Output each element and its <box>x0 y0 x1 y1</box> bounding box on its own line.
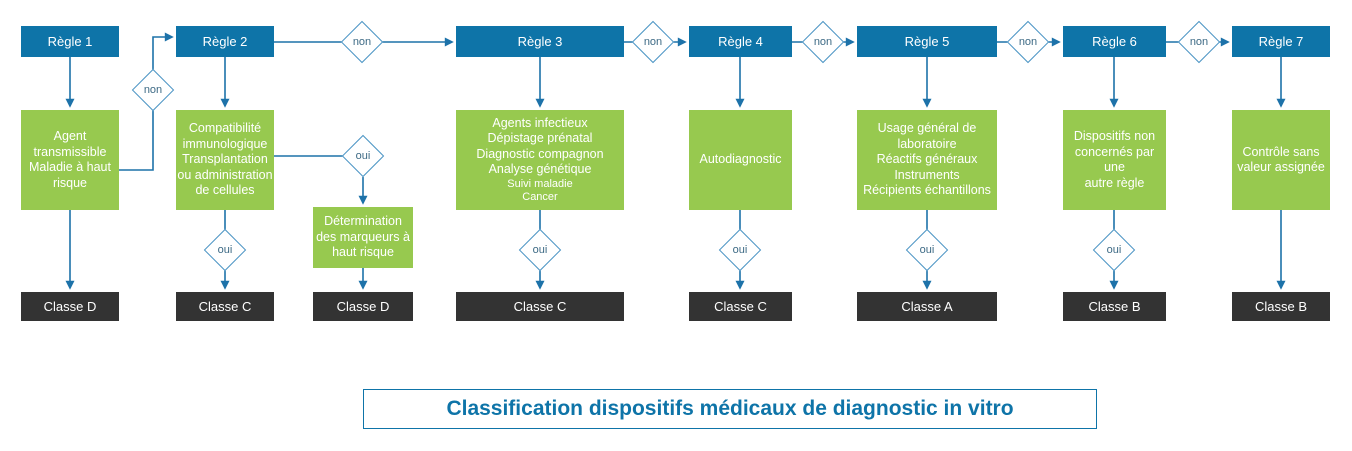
class-box-2-branch: Classe D <box>313 292 413 321</box>
criteria-text-small: Suivi maladie Cancer <box>507 177 573 204</box>
diamond-label: oui <box>1106 244 1122 256</box>
criteria-box-1: Agent transmissible Maladie à haut risqu… <box>21 110 119 210</box>
diagram-title: Classification dispositifs médicaux de d… <box>363 389 1097 429</box>
decision-diamond-non-rule3: non <box>631 20 675 64</box>
rule-box-4: Règle 4 <box>689 26 792 57</box>
criteria-box-5: Usage général de laboratoire Réactifs gé… <box>857 110 997 210</box>
diamond-label: non <box>143 84 163 96</box>
decision-diamond-non-rule6: non <box>1177 20 1221 64</box>
class-box-1: Classe D <box>21 292 119 321</box>
criteria-box-2: Compatibilité immunologique Transplantat… <box>176 110 274 210</box>
diamond-label: non <box>643 36 663 48</box>
diamond-label: non <box>813 36 833 48</box>
diamond-label: oui <box>217 244 233 256</box>
decision-diamond-oui-rule2-branch: oui <box>341 134 385 178</box>
diamond-label: non <box>1018 36 1038 48</box>
decision-diamond-oui-rule4: oui <box>718 228 762 272</box>
rule-box-7: Règle 7 <box>1232 26 1330 57</box>
class-box-2: Classe C <box>176 292 274 321</box>
class-box-5: Classe A <box>857 292 997 321</box>
decision-diamond-non-rule1: non <box>131 68 175 112</box>
class-box-4: Classe C <box>689 292 792 321</box>
criteria-box-4: Autodiagnostic <box>689 110 792 210</box>
rule-box-1: Règle 1 <box>21 26 119 57</box>
decision-diamond-non-rule5: non <box>1006 20 1050 64</box>
class-box-6: Classe B <box>1063 292 1166 321</box>
decision-diamond-non-rule2: non <box>340 20 384 64</box>
rule-box-2: Règle 2 <box>176 26 274 57</box>
class-box-7: Classe B <box>1232 292 1330 321</box>
criteria-box-7: Contrôle sans valeur assignée <box>1232 110 1330 210</box>
class-box-3: Classe C <box>456 292 624 321</box>
criteria-box-6: Dispositifs non concernés par une autre … <box>1063 110 1166 210</box>
decision-diamond-non-rule4: non <box>801 20 845 64</box>
criteria-box-3: Agents infectieux Dépistage prénatal Dia… <box>456 110 624 210</box>
rule-box-3: Règle 3 <box>456 26 624 57</box>
diamond-label: oui <box>355 150 371 162</box>
diamond-label: oui <box>732 244 748 256</box>
diamond-label: non <box>352 36 372 48</box>
rule-box-5: Règle 5 <box>857 26 997 57</box>
decision-diamond-oui-rule6: oui <box>1092 228 1136 272</box>
decision-diamond-oui-rule5: oui <box>905 228 949 272</box>
criteria-box-2-branch: Détermination des marqueurs à haut risqu… <box>313 207 413 268</box>
diamond-label: oui <box>532 244 548 256</box>
decision-diamond-oui-rule3: oui <box>518 228 562 272</box>
decision-diamond-oui-rule2: oui <box>203 228 247 272</box>
diamond-label: oui <box>919 244 935 256</box>
diamond-label: non <box>1189 36 1209 48</box>
criteria-text: Agents infectieux Dépistage prénatal Dia… <box>476 115 604 177</box>
rule-box-6: Règle 6 <box>1063 26 1166 57</box>
